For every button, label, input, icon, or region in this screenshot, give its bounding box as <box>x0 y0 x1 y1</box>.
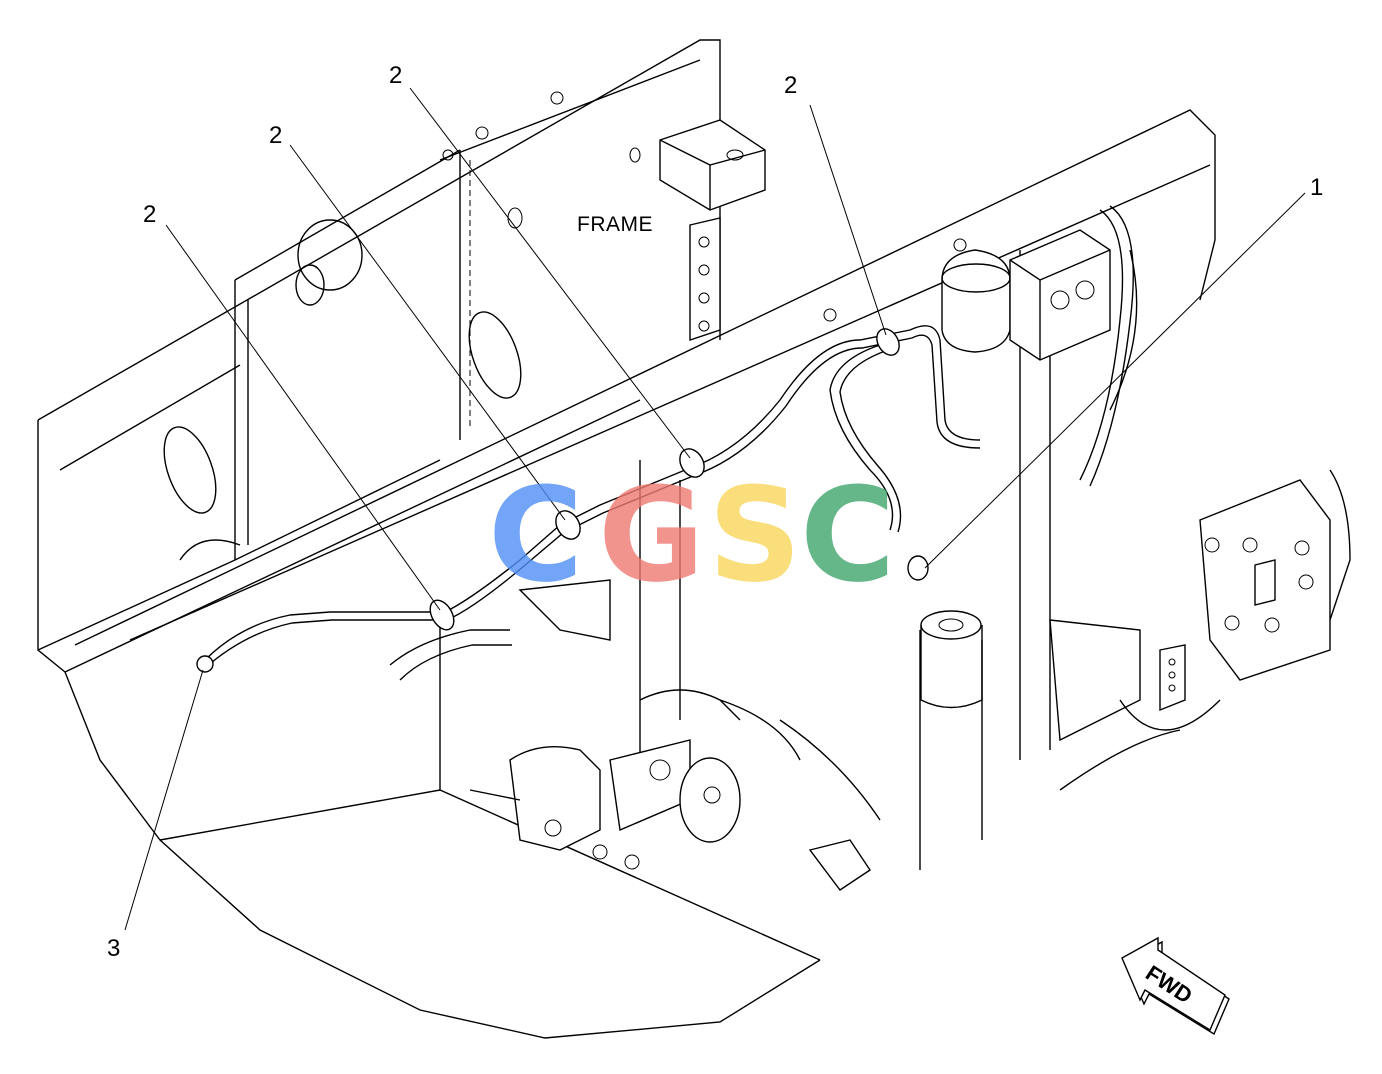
watermark: C G S C <box>488 459 895 611</box>
callout-3: 3 <box>107 935 120 962</box>
watermark-letter-c1: C <box>488 459 583 611</box>
fwd-arrow: FWD <box>1121 936 1230 1036</box>
lower-right-plate <box>1049 619 1221 791</box>
frame-label: FRAME <box>577 213 653 236</box>
bolt-bracket <box>689 217 721 341</box>
leader-lines <box>124 87 1306 931</box>
callout-1: 1 <box>1310 174 1323 201</box>
callout-2-middle: 2 <box>269 122 282 149</box>
pump-column <box>920 610 983 709</box>
mounting-block <box>659 119 766 211</box>
right-bracket <box>1199 469 1351 681</box>
rail-bolts <box>442 91 967 322</box>
callout-numbers: 1 2 2 2 2 3 <box>107 62 1323 962</box>
watermark-letter-g: G <box>598 459 705 611</box>
callout-2-upper: 2 <box>389 62 402 89</box>
lower-components <box>389 579 881 891</box>
callout-2-left: 2 <box>143 201 156 228</box>
callout-2-right: 2 <box>784 72 797 99</box>
accumulator <box>941 249 1011 353</box>
hydraulic-tube <box>204 325 981 669</box>
valve-stack <box>1009 205 1138 487</box>
watermark-letter-c2: C <box>800 459 895 611</box>
watermark-letter-s: S <box>708 459 802 611</box>
frame-holes <box>163 147 641 561</box>
tube-clips <box>196 328 929 673</box>
